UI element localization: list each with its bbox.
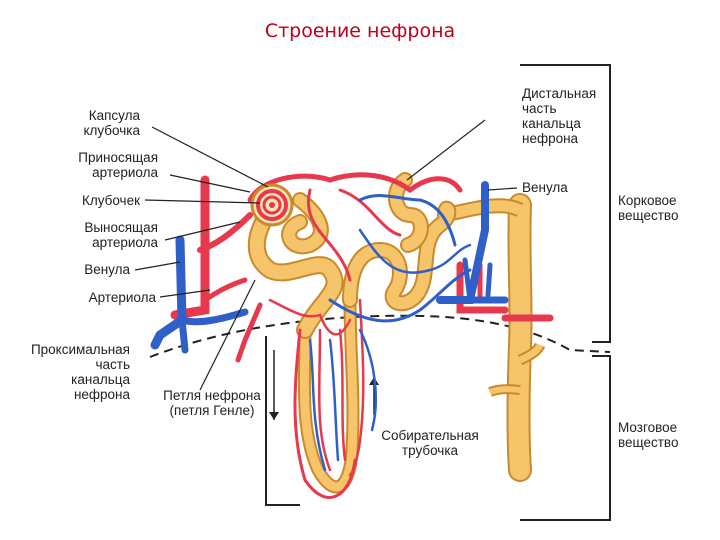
- label-arteriole-left: Артериола: [88, 290, 156, 305]
- label-venule-right: Венула: [522, 180, 568, 195]
- page-title: Строение нефрона: [264, 20, 456, 42]
- glomerulus: [250, 183, 294, 227]
- label-venule-left: Венула: [84, 262, 130, 277]
- label-afferent-arteriole: Приносящая артериола: [78, 150, 158, 180]
- label-collecting-duct: Собирательная трубочка: [381, 428, 479, 458]
- label-efferent-arteriole: Выносящая артериола: [84, 220, 158, 250]
- leader-lines: [134, 119, 518, 391]
- loop-bracket: [265, 336, 300, 506]
- cortex-bracket: [520, 64, 611, 343]
- flow-arrows: [269, 350, 379, 420]
- label-medulla: Мозговое вещество: [618, 420, 679, 450]
- label-capsule: Капсула клубочка: [83, 108, 140, 138]
- henle-loop: [297, 299, 360, 494]
- label-henle-loop: Петля нефрона (петля Генле): [163, 388, 261, 418]
- label-cortex: Корковое вещество: [618, 193, 679, 223]
- label-proximal-tubule: Проксимальная часть канальца нефрона: [30, 342, 130, 402]
- medulla-bracket: [520, 355, 611, 521]
- arterial-network: [170, 172, 554, 499]
- label-glomerulus: Клубочек: [81, 193, 140, 208]
- label-distal-tubule: Дистальная часть канальца нефрона: [522, 86, 597, 146]
- convoluted-tubules: [247, 172, 457, 339]
- venous-network: [150, 181, 509, 472]
